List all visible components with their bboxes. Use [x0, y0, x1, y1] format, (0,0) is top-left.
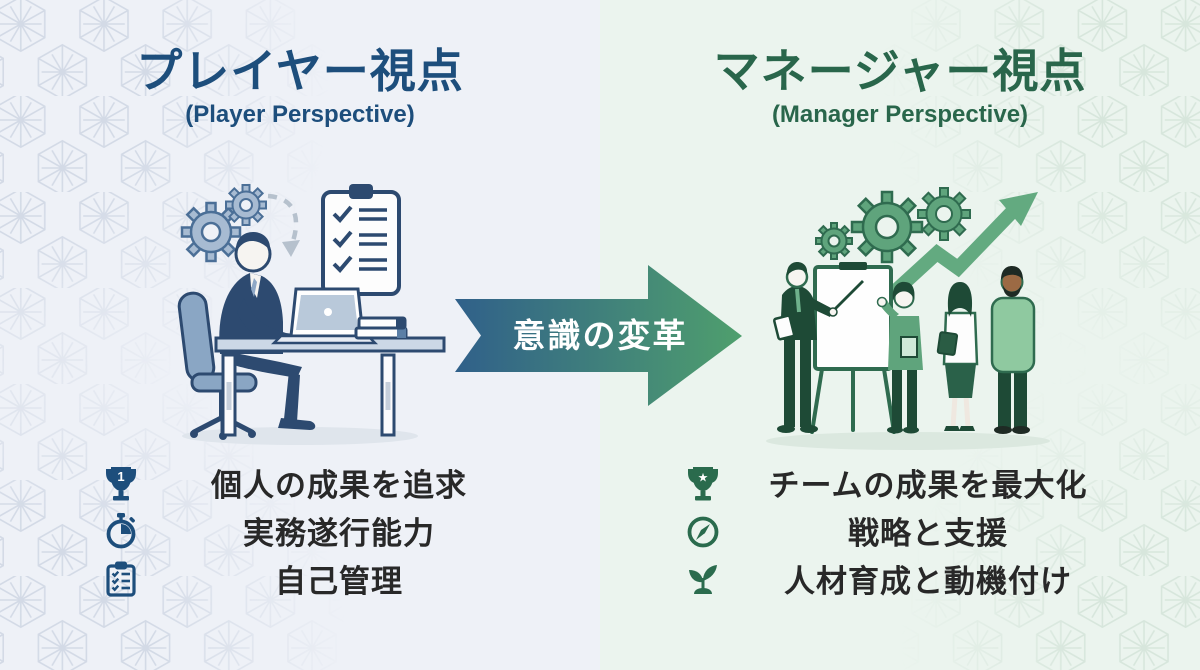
transformation-arrow: 意識の変革	[455, 265, 742, 406]
manager-points-list: ★ チームの成果を最大化 戦略と支援	[600, 460, 1200, 599]
manager-header: マネージャー視点 (Manager Perspective)	[600, 44, 1200, 129]
player-point-label: 実務遂行能力	[243, 516, 435, 551]
player-point-row: 実務遂行能力	[0, 508, 600, 551]
compass-icon	[684, 511, 722, 551]
stopwatch-icon	[102, 511, 140, 551]
manager-point-row: 戦略と支援	[600, 508, 1200, 551]
player-illustration	[177, 184, 446, 445]
player-point-label: 自己管理	[275, 564, 403, 599]
player-title: プレイヤー視点	[136, 45, 464, 97]
player-header: プレイヤー視点 (Player Perspective)	[0, 44, 600, 129]
manager-subtitle: (Manager Perspective)	[771, 101, 1029, 129]
player-point-row: 1 個人の成果を追求	[0, 460, 600, 503]
player-points-list: 1 個人の成果を追求 実務遂行能力	[0, 460, 600, 599]
trophy-star-icon: ★	[684, 463, 722, 503]
team-member-woman-white	[936, 282, 979, 431]
transformation-arrow-label: 意識の変革	[513, 317, 688, 354]
player-point-label: 個人の成果を追求	[211, 468, 467, 503]
dashed-arrow-icon	[267, 193, 300, 257]
manager-point-label: 戦略と支援	[848, 516, 1008, 551]
player-point-row: 自己管理	[0, 556, 600, 599]
checklist-icon	[321, 184, 401, 296]
manager-point-row: ★ チームの成果を最大化	[600, 460, 1200, 503]
manager-presenter	[772, 262, 864, 433]
player-subtitle: (Player Perspective)	[185, 101, 415, 129]
seedling-icon	[684, 559, 722, 599]
flipchart	[810, 262, 896, 434]
gears-icon	[815, 187, 971, 264]
manager-point-label: チームの成果を最大化	[768, 468, 1088, 503]
books	[354, 316, 408, 340]
svg-text:1: 1	[117, 469, 124, 484]
svg-text:★: ★	[698, 470, 709, 484]
manager-point-label: 人材育成と動機付け	[784, 564, 1072, 599]
manager-title: マネージャー視点	[713, 45, 1087, 97]
manager-illustration	[766, 187, 1050, 450]
trophy-number-one-icon: 1	[102, 463, 140, 503]
team-member-man-sweater	[990, 266, 1036, 434]
clipboard-checklist-icon	[102, 559, 140, 599]
manager-point-row: 人材育成と動機付け	[600, 556, 1200, 599]
